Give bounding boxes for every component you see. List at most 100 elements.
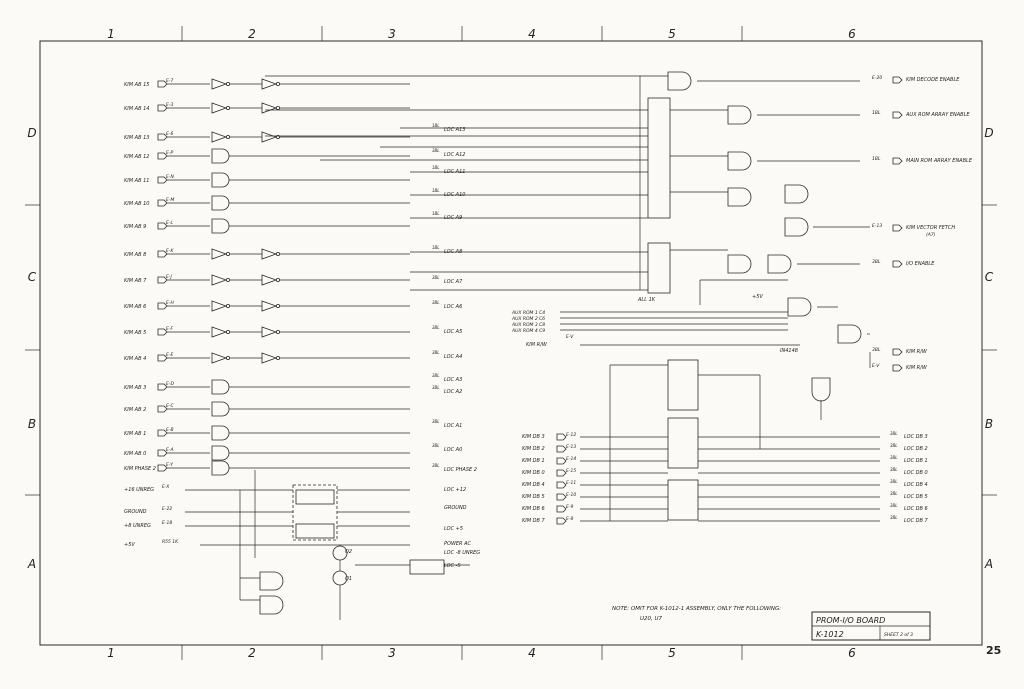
output-pin-5: 3BL <box>872 347 881 353</box>
data-in-pin-7: E-8 <box>566 516 573 522</box>
inverter-gate-2 <box>211 131 228 143</box>
power-in-pin-2: E-18 <box>162 520 172 526</box>
zone-column-6: 6 <box>848 27 856 41</box>
address-label-2: KIM AB 13 <box>124 135 149 141</box>
nand-gate-3 <box>211 148 230 164</box>
data-out-bus-2: 3BL <box>890 455 898 460</box>
power-out-label-2: LOC +5 <box>444 526 463 532</box>
connector-1 <box>157 104 168 112</box>
address-pin-1: E-3 <box>166 102 173 108</box>
gate-u8-b <box>811 377 831 402</box>
data-in-label-0: KIM DB 3 <box>522 434 545 440</box>
power-in-label-2: +8 UNREG <box>124 523 151 529</box>
loc-bus-14: 3BL <box>432 463 440 468</box>
zone-row-A-right: A <box>984 557 993 571</box>
loc-label-10: LOC A3 <box>444 377 462 383</box>
loc-bus-2: 1BL <box>432 165 440 170</box>
data-out-bus-5: 3BL <box>890 491 898 496</box>
inverter-gate-b-1 <box>261 102 278 114</box>
zone-row-A: A <box>27 557 36 571</box>
gate-u7 <box>727 254 752 274</box>
data-out-label-6: LOC DB 6 <box>904 506 928 512</box>
drawing-number: K-1012 <box>816 630 844 639</box>
loc-bus-8: 3BL <box>432 325 440 330</box>
connector-13 <box>157 405 168 413</box>
inverter-gate-b-9 <box>261 300 278 312</box>
loc-label-1: LOC A12 <box>444 152 465 158</box>
power-in-pin-1: E-22 <box>162 506 172 512</box>
address-pin-4: E-N <box>166 174 174 180</box>
address-pin-13: E-C <box>166 403 174 409</box>
gate-u4 <box>667 71 692 91</box>
loc-bus-11: 3BL <box>432 385 440 390</box>
nand-gate-15 <box>211 445 230 461</box>
chip-u19 <box>667 479 699 521</box>
output-pin-4: 3BL <box>872 259 881 265</box>
address-label-13: KIM AB 2 <box>124 407 146 413</box>
output-label-4: I/O ENABLE <box>906 261 935 267</box>
connector-2 <box>157 133 168 141</box>
address-label-3: KIM AB 12 <box>124 154 149 160</box>
loc-bus-13: 3BL <box>432 443 440 448</box>
inverter-gate-b-2 <box>261 131 278 143</box>
title-text: PROM-I/O BOARD <box>816 616 885 625</box>
address-label-16: KIM PHASE 2 <box>124 466 156 472</box>
output-pin-6: E-V <box>872 363 880 369</box>
loc-bus-10: 3BL <box>432 373 440 378</box>
output-label-0: KIM DECODE ENABLE <box>906 77 960 83</box>
connector-14 <box>157 429 168 437</box>
nand-gate-16 <box>211 460 230 476</box>
note-line-1: NOTE: OMIT FOR K-1012-1 ASSEMBLY, ONLY T… <box>612 606 781 612</box>
address-pin-12: E-D <box>166 381 174 387</box>
zone-row-C: C <box>28 270 37 284</box>
data-out-bus-6: 3BL <box>890 503 898 508</box>
data-out-label-5: LOC DB 5 <box>904 494 928 500</box>
output-label-3: KIM VECTOR FETCH <box>906 225 955 231</box>
power-in-label-0: +16 UNREG <box>124 487 154 493</box>
connector-6 <box>157 222 168 230</box>
data-in-connector-4 <box>556 481 567 489</box>
address-pin-0: E-7 <box>166 78 173 84</box>
output-connector-4 <box>892 260 903 268</box>
output-connector-5 <box>892 348 903 356</box>
data-in-label-4: KIM DB 4 <box>522 482 545 488</box>
loc-label-6: LOC A7 <box>444 279 463 285</box>
address-label-1: KIM AB 14 <box>124 106 149 112</box>
transistor-q1 <box>332 570 348 586</box>
connector-16 <box>157 464 168 472</box>
loc-label-12: LOC A1 <box>444 423 462 429</box>
zone-row-D-right: D <box>984 126 993 140</box>
address-pin-11: E-E <box>166 352 173 358</box>
inverter-gate-9 <box>211 300 228 312</box>
output-connector-0 <box>892 76 903 84</box>
address-pin-14: E-B <box>166 427 174 433</box>
connector-11 <box>157 354 168 362</box>
loc-bus-4: 1BL <box>432 211 440 216</box>
zone-column-5: 5 <box>668 27 676 41</box>
address-label-14: KIM AB 1 <box>124 431 146 437</box>
zone-column-4-bottom: 4 <box>528 646 536 660</box>
inverter-gate-10 <box>211 326 228 338</box>
output-pin-2: 1BL <box>872 156 881 162</box>
data-out-label-0: LOC DB 3 <box>904 434 928 440</box>
inverter-gate-1 <box>211 102 228 114</box>
zone-row-B-right: B <box>985 417 993 431</box>
inverter-gate-b-0 <box>261 78 278 90</box>
nand-gate-12 <box>211 379 230 395</box>
output-connector-3 <box>892 224 903 232</box>
address-label-15: KIM AB 0 <box>124 451 146 457</box>
address-label-8: KIM AB 7 <box>124 278 147 284</box>
power-in-pin-3: R55 1K <box>162 539 179 545</box>
address-label-9: KIM AB 6 <box>124 304 146 310</box>
data-in-pin-0: E-12 <box>566 432 576 438</box>
address-pin-2: E-6 <box>166 131 173 137</box>
gate-u9-a <box>727 105 752 125</box>
connector-15 <box>157 449 168 457</box>
decoder-chips <box>647 71 862 521</box>
zone-column-5-bottom: 5 <box>668 646 676 660</box>
